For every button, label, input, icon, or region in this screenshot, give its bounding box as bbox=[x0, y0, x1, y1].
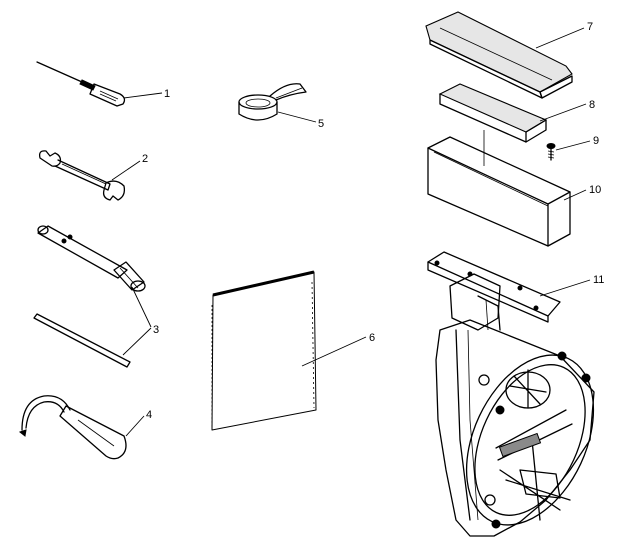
leader-11 bbox=[539, 279, 591, 297]
leader-3b bbox=[122, 327, 152, 356]
owners-manual-icon bbox=[211, 270, 317, 431]
leader-5 bbox=[277, 111, 317, 123]
spanner-hook-wrench-icon bbox=[18, 395, 127, 460]
callout-11: 11 bbox=[593, 274, 604, 286]
spark-plug-socket-and-bar-icon bbox=[33, 225, 146, 368]
screw-icon bbox=[546, 143, 556, 161]
open-end-wrench-icon bbox=[38, 150, 126, 201]
screwdriver-icon bbox=[36, 61, 126, 107]
leader-1 bbox=[123, 92, 163, 99]
callout-6: 6 bbox=[369, 332, 375, 344]
mounting-bracket-housing-icon bbox=[427, 251, 595, 537]
callout-2: 2 bbox=[142, 153, 148, 165]
callout-3: 3 bbox=[153, 324, 159, 336]
leader-9 bbox=[555, 140, 591, 151]
callout-4: 4 bbox=[146, 409, 152, 421]
foam-pad-icon bbox=[438, 83, 548, 143]
callout-5: 5 bbox=[318, 118, 324, 130]
callout-10: 10 bbox=[589, 184, 601, 196]
callout-7: 7 bbox=[587, 21, 593, 33]
callout-1: 1 bbox=[164, 88, 170, 100]
toolbox-lid-icon bbox=[425, 11, 573, 99]
tape-roll-icon bbox=[238, 83, 307, 121]
leader-10 bbox=[563, 189, 587, 201]
leader-8 bbox=[539, 103, 587, 122]
callout-8: 8 bbox=[589, 99, 595, 111]
callout-9: 9 bbox=[593, 135, 599, 147]
leader-7 bbox=[535, 27, 585, 49]
leader-4 bbox=[125, 415, 145, 437]
toolbox-tray-icon bbox=[427, 130, 571, 247]
leader-2 bbox=[111, 160, 141, 181]
leader-6 bbox=[301, 336, 367, 367]
leader-3a bbox=[131, 286, 152, 328]
